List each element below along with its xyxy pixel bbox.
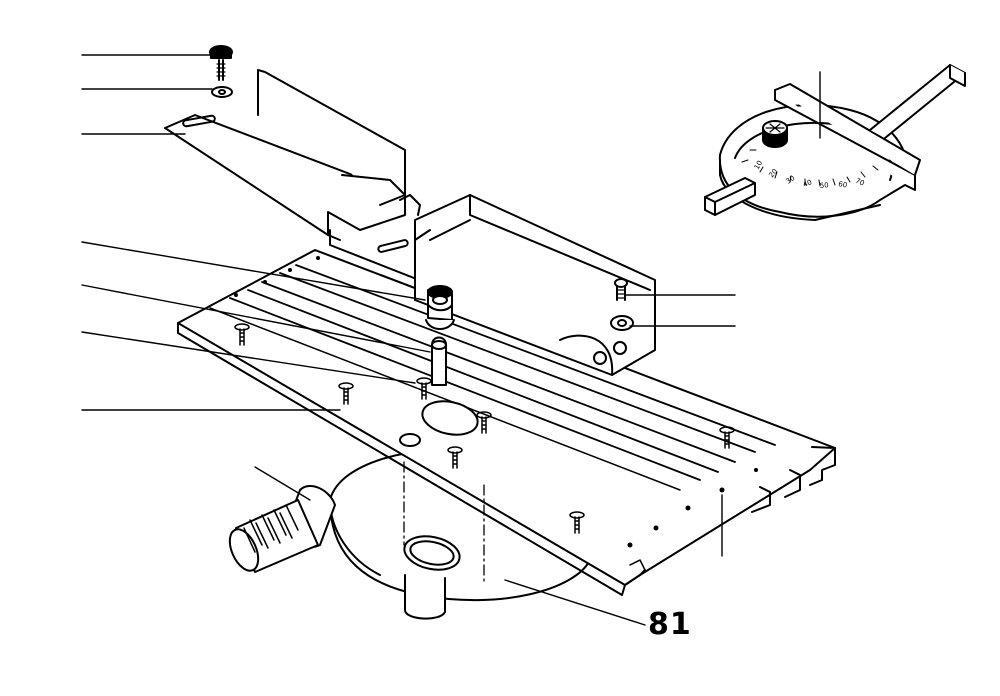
part-callout-number: 81 (648, 607, 692, 642)
mitre-gauge (704, 64, 966, 221)
router-fence (164, 69, 656, 376)
leader-lines (81, 54, 821, 626)
knurled-knob-top (209, 45, 233, 98)
scale-label: 30 (785, 174, 797, 186)
guide-pin (431, 336, 447, 386)
scale-label: 60 (838, 180, 848, 189)
outlet-tube (403, 535, 461, 620)
scale-label: 50 (819, 181, 829, 190)
scale-label: 40 (802, 178, 813, 189)
scale-label: 10 (753, 159, 764, 171)
fence-knob-center (425, 285, 455, 330)
rail-holes (234, 256, 758, 548)
table-screws (234, 323, 735, 534)
alignment-lines (403, 461, 485, 586)
scale-label: 20 (767, 167, 779, 179)
scale-label: 70 (854, 177, 865, 188)
table-top (177, 249, 836, 596)
fence-screw-right (610, 278, 634, 331)
protractor-scale-labels: 10 20 30 40 50 60 70 (753, 159, 866, 190)
router-bit-opening (421, 400, 479, 436)
dust-hose-connector (228, 485, 336, 573)
